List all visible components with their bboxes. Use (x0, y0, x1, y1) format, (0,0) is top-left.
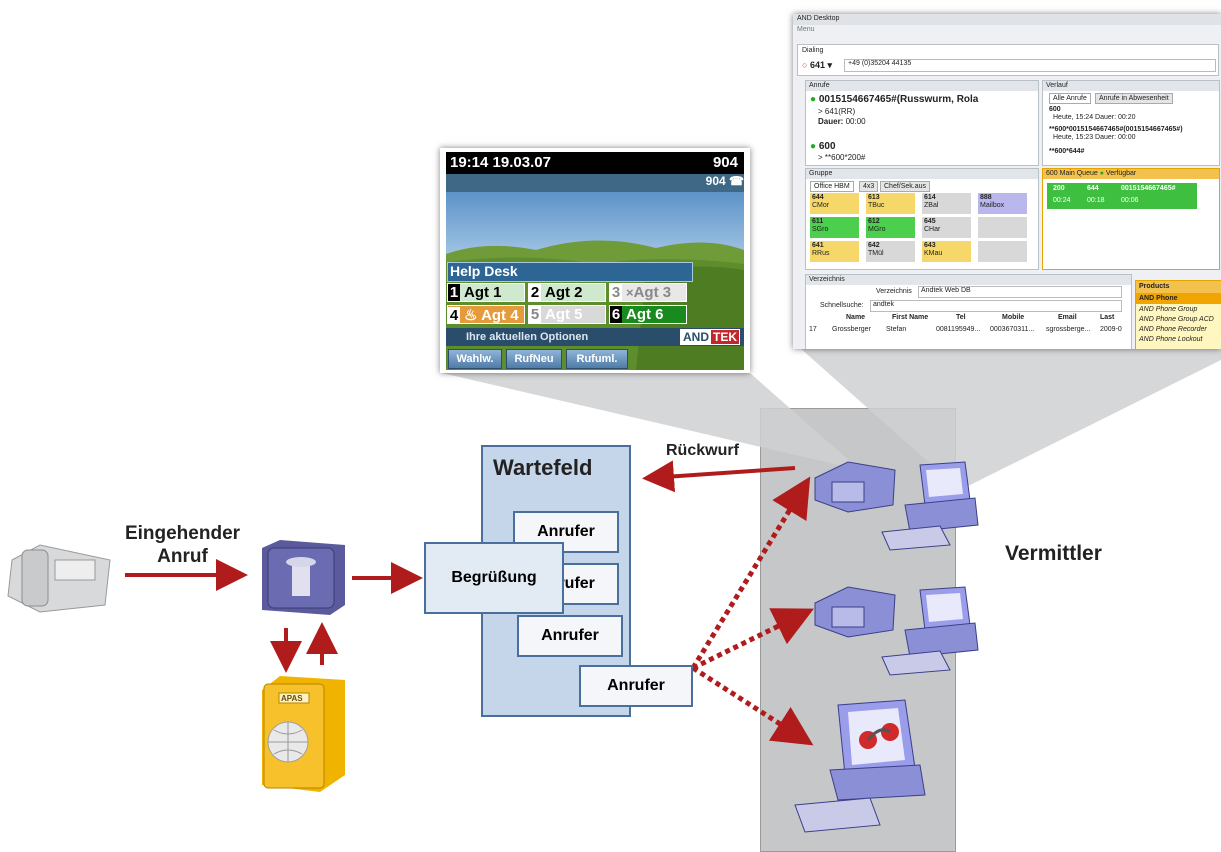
verlauf-panel: Verlauf Alle Anrufe Anrufe in Abwesenhei… (1042, 80, 1220, 166)
dialing-input[interactable]: +49 (0)35204 44135 (844, 59, 1216, 72)
tab-4x3[interactable]: 4x3 (859, 181, 879, 192)
call-1-title[interactable]: ● 0015154667465#(Russwurm, Rola (810, 94, 979, 105)
menu-label[interactable]: Menu (797, 26, 815, 33)
product-item[interactable]: AND Phone Group ACD (1139, 316, 1214, 323)
extension-sub: 904 (705, 174, 726, 188)
tab-alle-anrufe[interactable]: Alle Anrufe (1049, 93, 1091, 104)
anrufe-panel: Anrufe ● 0015154667465#(Russwurm, Rola >… (805, 80, 1039, 166)
queue-row[interactable]: 200 644 0015154667465# 00:24 00:18 00:06 (1047, 183, 1197, 209)
softkey-rufuml[interactable]: Rufuml. (566, 349, 628, 369)
apas-server-icon (262, 676, 345, 792)
operator-workstation-icon (814, 461, 979, 551)
bell-icon: ♨ (464, 307, 482, 324)
directory-row[interactable]: 17 Grossberger Stefan 0081195949... 0003… (809, 326, 1122, 333)
line-bar: 904 ☎ (446, 174, 744, 192)
verzeichnis-panel: Verzeichnis Verzeichnis Andtek Web DB Sc… (805, 274, 1132, 349)
operator-workstation-icon (814, 586, 979, 676)
softkey-wahlw[interactable]: Wahlw. (448, 349, 502, 369)
directory-select[interactable]: Andtek Web DB (918, 286, 1122, 298)
incoming-call-label: Eingehender Anruf (124, 523, 241, 567)
time-date: 19:14 19.03.07 (450, 154, 551, 171)
agent-3-button[interactable]: 3×Agt 3 (609, 283, 687, 302)
agent-4-button[interactable]: 4♨ Agt 4 (447, 305, 525, 324)
product-item[interactable]: AND Phone (1136, 293, 1221, 304)
incoming-phone-icon (7, 544, 111, 613)
extension-top: 904 (712, 154, 738, 171)
x-icon: × (626, 285, 634, 300)
softkey-rufneu[interactable]: RufNeu (506, 349, 562, 369)
product-item[interactable]: AND Phone Recorder (1139, 326, 1207, 333)
helpdesk-header: Help Desk (447, 262, 693, 282)
group-cell[interactable] (978, 241, 1027, 262)
rueckwurf-label: Rückwurf (666, 442, 739, 459)
queue-panel: 600 Main Queue ● Verfügbar 200 644 00151… (1042, 168, 1220, 270)
vermittler-label: Vermittler (1005, 542, 1102, 565)
window-titlebar: AND Desktop (793, 14, 1221, 25)
apas-label: APAS (281, 694, 303, 703)
anrufer-box: Anrufer (517, 615, 623, 657)
wartefeld-title: Wartefeld (493, 455, 593, 480)
anrufer-box-outgoing: Anrufer (579, 665, 693, 707)
phone-status-bar: 19:14 19.03.07 904 (446, 152, 744, 174)
call-2-title[interactable]: ● 600 (810, 141, 836, 152)
tab-abwesenheit[interactable]: Anrufe in Abwesenheit (1095, 93, 1173, 104)
computer-with-headset-icon (794, 699, 926, 833)
product-item[interactable]: AND Phone Group (1139, 306, 1198, 313)
directory-header: Name First Name Tel Mobile Email Last (846, 314, 1115, 321)
dialing-panel: Dialing ○ 641 ▾ +49 (0)35204 44135 (797, 44, 1219, 76)
product-item[interactable]: AND Phone Lockout (1139, 336, 1203, 343)
quick-search-input[interactable]: andtek (870, 300, 1122, 312)
tab-office-hbm[interactable]: Office HBM (810, 181, 854, 192)
begruessung-box: Begrüßung (424, 542, 564, 614)
tab-chef-sek[interactable]: Chef/Sek.aus (880, 181, 931, 192)
products-panel: Products AND Phone AND Phone Group AND P… (1135, 280, 1221, 349)
group-cell[interactable] (978, 217, 1027, 238)
switch-icon (262, 540, 345, 615)
phone-icon: ☎ (729, 174, 744, 188)
and-desktop-window: AND Desktop Menu Dialing ○ 641 ▾ +49 (0)… (793, 14, 1221, 349)
